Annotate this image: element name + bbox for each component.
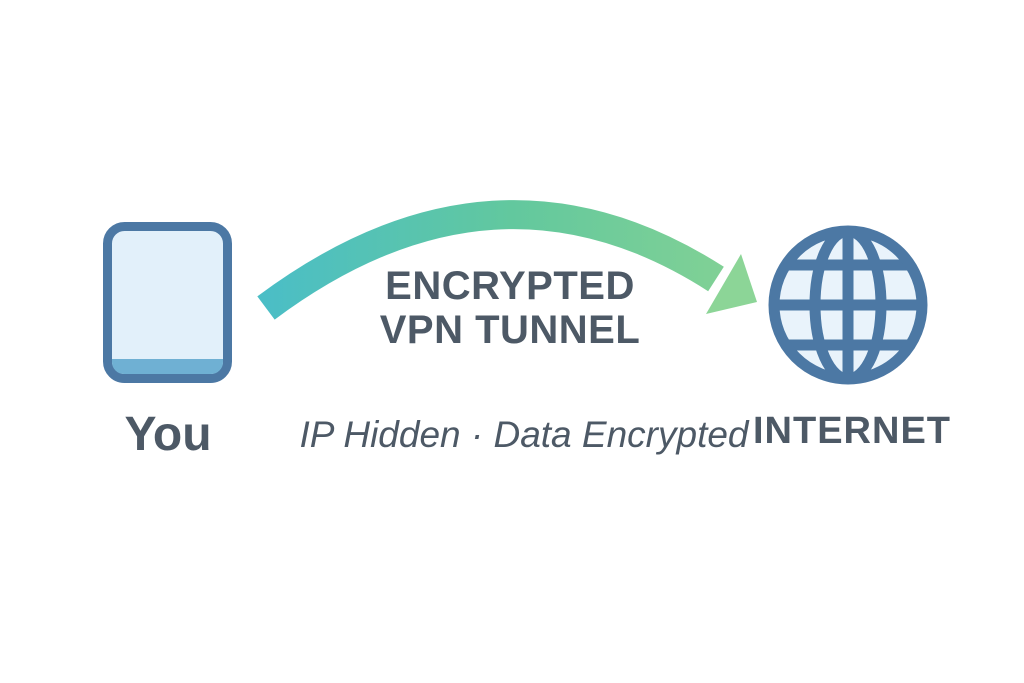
arrow-band: [257, 200, 724, 320]
globe-icon: [768, 225, 928, 385]
tunnel-title: ENCRYPTED VPN TUNNEL: [380, 264, 641, 352]
arrow-head: [706, 254, 757, 314]
device-bottom-bar: [112, 359, 223, 374]
tunnel-subtitle: IP Hidden · Data Encrypted: [299, 414, 749, 455]
device-screen: [103, 222, 232, 383]
globe-outline: [768, 225, 928, 385]
destination-label: INTERNET: [753, 410, 951, 452]
tunnel-title-line2: VPN TUNNEL: [379, 308, 641, 352]
tunnel-title-line1: ENCRYPTED: [385, 264, 635, 308]
device-icon: [103, 222, 232, 383]
source-label: You: [124, 408, 212, 461]
gradient-arrow-icon: [257, 200, 757, 320]
globe-grid: [774, 231, 922, 379]
